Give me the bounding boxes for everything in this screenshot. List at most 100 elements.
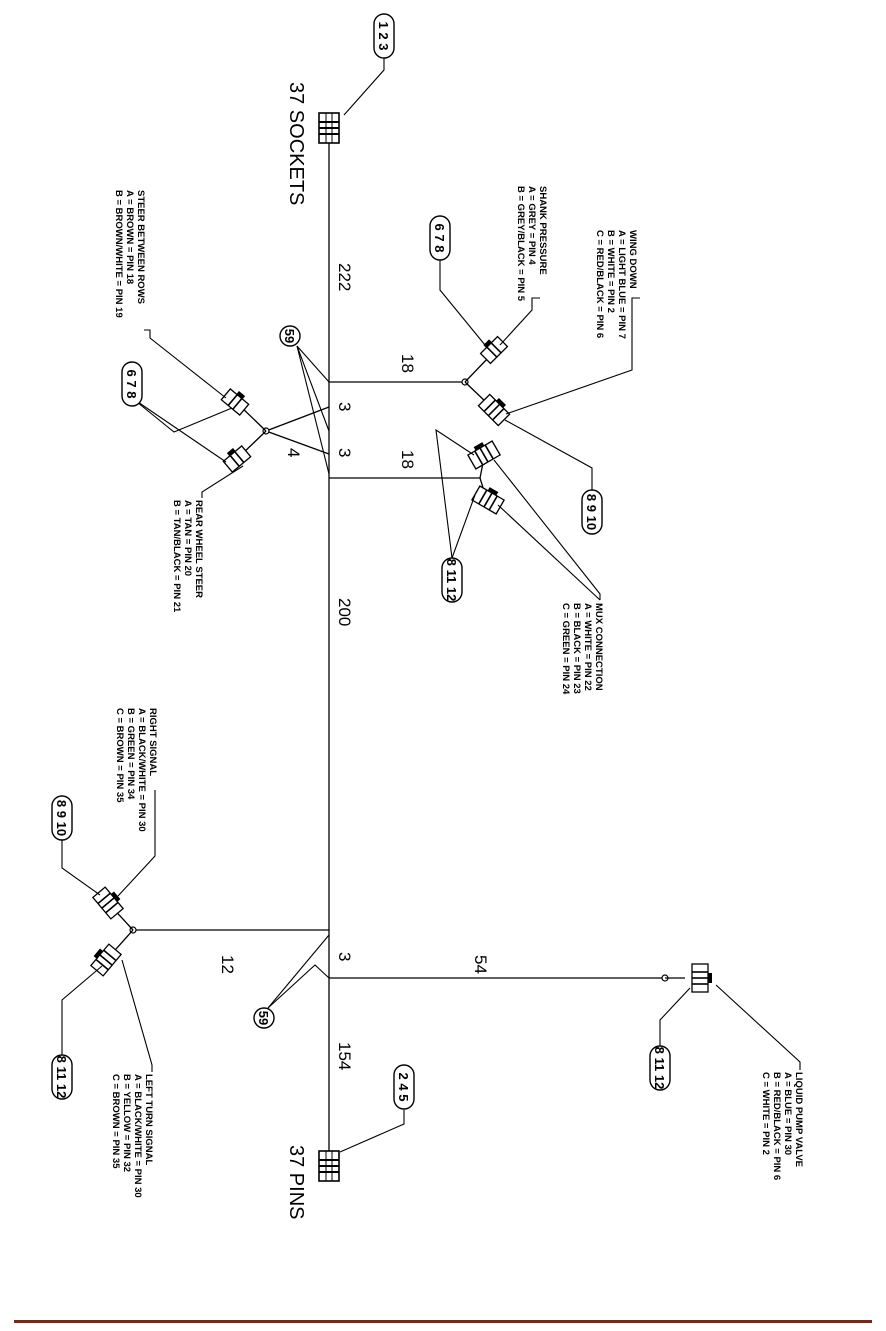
left-turn-signal-note: LEFT TURN SIGNAL A = BLACK/WHITE = PIN 3… <box>110 1074 154 1198</box>
mux-connection-note-c: C = GREEN = PIN 24 <box>560 603 571 695</box>
pump-note-leader <box>715 984 801 1070</box>
wing-down-note-b: B = WHITE = PIN 2 <box>605 230 616 313</box>
ground-top-text: 59 <box>282 329 297 343</box>
steer-between-rows-note-title: STEER BETWEEN ROWS <box>135 190 146 304</box>
mux-note-leader-a <box>493 459 601 600</box>
steer-branch-wire-b <box>265 430 330 455</box>
mux-ref-leader-b <box>451 494 476 559</box>
steer-stub-length: 4 <box>284 448 303 457</box>
steer-ref-text: 6 7 8 <box>124 370 139 399</box>
rear-wheel-steer-note-b: B = TAN/BLACK = PIN 21 <box>171 500 182 613</box>
left-turn-signal-note-b: B = YELLOW = PIN 32 <box>121 1074 132 1172</box>
liquid-pump-valve-note-a: A = BLUE = PIN 30 <box>782 1072 793 1155</box>
liquid-pump-valve-note-b: B = RED/BLACK = PIN 6 <box>771 1072 782 1180</box>
wing-down-note-a: A = LIGHT BLUE = PIN 7 <box>616 230 627 339</box>
sockets-ref-text: 1 2 3 <box>376 22 391 51</box>
shank-ref-text: 6 7 8 <box>432 224 447 253</box>
rear-wheel-steer-note: REAR WHEEL STEER A = TAN = PIN 20 B = TA… <box>171 500 204 613</box>
wing-down-note: WING DOWN A = LIGHT BLUE = PIN 7 B = WHI… <box>594 230 638 339</box>
mux-note-leader-b <box>497 504 601 601</box>
mux-ref-text: 8 11 12 <box>444 559 459 602</box>
rear-wheel-steer-connector-icon <box>219 442 252 473</box>
ground-bottom-text: 59 <box>256 1011 271 1025</box>
mux-connection-note-a: A = WHITE = PIN 22 <box>582 603 593 691</box>
pins-ref-callout: 2 4 5 <box>393 1064 415 1110</box>
footer-rule <box>14 1320 872 1323</box>
sockets-connector-icon <box>318 112 340 144</box>
mux-ref-leader-a <box>435 428 475 559</box>
left-signal-ref-callout: 8 11 12 <box>51 1054 73 1100</box>
shank-pressure-note-b: B = GREY/BLACK = PIN 5 <box>515 186 526 302</box>
wing-ref-leader <box>504 419 593 490</box>
left-turn-signal-note-a: A = BLACK/WHITE = PIN 30 <box>132 1074 143 1198</box>
mux-connection-note-b: B = BLACK = PIN 23 <box>571 603 582 694</box>
right-signal-note-title: RIGHT SIGNAL <box>147 708 158 776</box>
right-signal-note-a: A = BLACK/WHITE = PIN 30 <box>136 708 147 832</box>
mux-connection-note-title: MUX CONNECTION <box>593 603 604 691</box>
pins-leader <box>339 1110 405 1153</box>
liquid-pump-valve-note-c: C = WHITE = PIN 2 <box>760 1072 771 1155</box>
shank-note-leader <box>499 297 540 346</box>
left-signal-connector-icon <box>87 940 122 977</box>
right-signal-note-leader <box>117 790 156 897</box>
steer-between-rows-note-a: A = BROWN = PIN 18 <box>124 190 135 284</box>
shank-ref-leader <box>439 258 486 346</box>
shank-pressure-connector-icon <box>476 332 509 365</box>
wing-ref-text: 8 9 10 <box>584 494 599 530</box>
ground-lead-top-b <box>296 345 330 432</box>
wing-branch-length: 18 <box>398 354 417 373</box>
steer-ref-callout: 6 7 8 <box>121 361 143 407</box>
trunk-top-length: 222 <box>335 263 354 291</box>
wing-down-connector-icon <box>477 390 514 427</box>
rear-wheel-steer-note-a: A = TAN = PIN 20 <box>182 500 193 576</box>
sockets-ref-callout: 1 2 3 <box>373 13 395 59</box>
ground-top-callout: 59 <box>279 325 301 347</box>
left-signal-ref-leader <box>61 965 103 1055</box>
mux-connector-b-icon <box>471 481 507 515</box>
right-signal-ref-callout: 8 9 10 <box>51 795 73 841</box>
liquid-pump-valve-note-title: LIQUID PUMP VALVE <box>793 1072 804 1167</box>
ground-lead-bottom-b <box>267 964 330 1009</box>
pump-ref-callout: 8 11 12 <box>649 1045 671 1091</box>
steer-between-rows-note-b: B = BROWN/WHITE = PIN 19 <box>113 190 124 318</box>
shank-pigtail <box>464 355 491 383</box>
right-signal-ref-leader <box>61 840 101 896</box>
mux-ref-callout: 8 11 12 <box>441 557 463 603</box>
rear-steer-note-leader <box>201 465 244 498</box>
wing-note-leader <box>505 297 640 415</box>
ground-lead-top-c <box>296 345 330 475</box>
right-signal-ref-text: 8 9 10 <box>54 800 69 836</box>
pump-ref-text: 8 11 12 <box>652 1047 667 1090</box>
mux-branch-length: 18 <box>398 450 417 469</box>
right-signal-connector-icon <box>92 883 127 920</box>
shank-pressure-note-a: A = GREY = PIN 4 <box>526 186 537 265</box>
mux-connection-note: MUX CONNECTION A = WHITE = PIN 22 B = BL… <box>560 603 604 695</box>
pins-label: 37 PINS <box>285 1145 307 1219</box>
left-signal-ref-text: 8 11 12 <box>54 1056 69 1099</box>
right-signal-note-c: C = BROWN = PIN 35 <box>114 708 125 803</box>
steer-rows-note-leader <box>144 329 227 399</box>
steer-branch-a-length: 3 <box>335 402 354 411</box>
wing-ref-callout: 8 9 10 <box>581 489 603 535</box>
signal-branch-length: 12 <box>218 955 237 974</box>
pump-stub-length: 3 <box>335 952 354 961</box>
rear-wheel-steer-note-title: REAR WHEEL STEER <box>193 500 204 598</box>
pump-valve-connector-icon <box>691 963 713 993</box>
steer-ref-leader-b <box>131 397 227 463</box>
ground-bottom-callout: 59 <box>253 1007 275 1029</box>
pins-ref-text: 2 4 5 <box>396 1073 411 1102</box>
ground-lead-top-a <box>296 345 330 383</box>
right-signal-note-b: B = GREEN = PIN 34 <box>125 708 136 800</box>
steer-ref-leader-a <box>131 397 233 433</box>
shank-ref-callout: 6 7 8 <box>429 215 451 261</box>
wing-down-note-c: C = RED/BLACK = PIN 6 <box>594 230 605 338</box>
pump-ref-leader <box>659 987 691 1046</box>
shank-pressure-note: SHANK PRESSURE A = GREY = PIN 4 B = GREY… <box>515 186 548 302</box>
ground-lead-bottom-a <box>267 934 330 1009</box>
left-signal-note-leader <box>121 959 153 1072</box>
wing-down-note-title: WING DOWN <box>627 230 638 289</box>
steer-branch-b-length: 3 <box>335 448 354 457</box>
shank-pressure-note-title: SHANK PRESSURE <box>537 186 548 275</box>
trunk-bottom-length: 154 <box>335 1042 354 1070</box>
